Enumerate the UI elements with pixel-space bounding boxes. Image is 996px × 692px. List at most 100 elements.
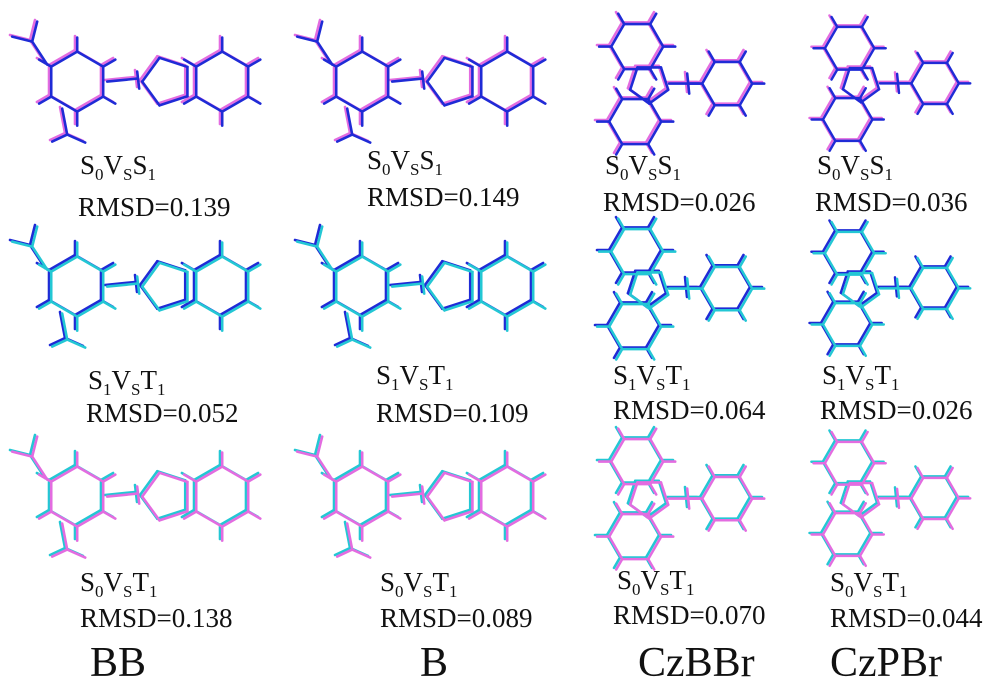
bond bbox=[332, 48, 362, 67]
bond bbox=[605, 96, 622, 122]
bond bbox=[738, 255, 748, 269]
bond bbox=[659, 271, 670, 297]
bond bbox=[614, 502, 624, 516]
bond bbox=[823, 440, 839, 465]
bond bbox=[182, 300, 198, 310]
molecule-b-s0-s1 bbox=[290, 15, 560, 145]
rmsd-value: RMSD=0.138 bbox=[80, 603, 233, 633]
bond bbox=[390, 492, 424, 498]
bond bbox=[659, 66, 670, 92]
bond bbox=[345, 312, 354, 341]
conformer-blue bbox=[293, 223, 545, 348]
bond bbox=[945, 287, 961, 311]
bond bbox=[945, 466, 954, 480]
bond bbox=[821, 96, 837, 121]
bond bbox=[322, 300, 338, 310]
bond bbox=[140, 285, 161, 312]
bond bbox=[910, 287, 925, 311]
bond bbox=[48, 336, 67, 347]
bond bbox=[858, 429, 867, 442]
molecule-overlay-drawing bbox=[8, 223, 262, 349]
bond bbox=[350, 548, 372, 559]
bond bbox=[860, 273, 869, 286]
bond bbox=[605, 301, 622, 327]
bond bbox=[220, 50, 250, 68]
bond bbox=[49, 95, 79, 113]
bond bbox=[945, 307, 954, 321]
bond bbox=[105, 77, 139, 83]
bond bbox=[140, 56, 161, 83]
bond bbox=[465, 298, 481, 309]
bond bbox=[49, 50, 79, 68]
bond bbox=[503, 93, 533, 112]
bond bbox=[182, 95, 198, 105]
bond bbox=[823, 252, 839, 276]
bond bbox=[37, 300, 53, 310]
bond bbox=[529, 261, 545, 272]
bond bbox=[315, 225, 324, 248]
bond bbox=[47, 253, 77, 272]
bond bbox=[334, 300, 364, 318]
bond bbox=[155, 298, 187, 311]
rmsd-value: RMSD=0.044 bbox=[830, 603, 983, 633]
molecule-czpbr-s0-s1 bbox=[800, 10, 990, 153]
bond bbox=[648, 272, 658, 286]
bond bbox=[182, 473, 198, 483]
bond bbox=[823, 230, 839, 255]
conformer-cyan bbox=[295, 225, 547, 349]
conformer-blue bbox=[595, 12, 766, 156]
bond bbox=[700, 287, 717, 312]
rmsd-value: RMSD=0.089 bbox=[380, 603, 533, 633]
bond bbox=[531, 473, 547, 483]
bond bbox=[334, 50, 364, 68]
bond bbox=[333, 546, 352, 557]
bond bbox=[830, 273, 839, 286]
bond bbox=[858, 96, 874, 121]
rmsd-value: RMSD=0.026 bbox=[820, 395, 973, 425]
conformer-magenta bbox=[295, 435, 547, 559]
bond bbox=[315, 455, 334, 481]
bond bbox=[828, 139, 837, 153]
conformer-magenta bbox=[595, 427, 766, 571]
bond bbox=[335, 133, 354, 143]
bond bbox=[479, 50, 509, 68]
bond bbox=[194, 95, 224, 113]
bond bbox=[868, 65, 879, 90]
bond bbox=[479, 510, 509, 528]
bond bbox=[334, 465, 364, 483]
conformer-cyan bbox=[293, 433, 545, 558]
bond bbox=[858, 511, 874, 536]
bond bbox=[646, 248, 663, 274]
bond bbox=[75, 300, 105, 318]
bond bbox=[609, 22, 626, 48]
bond bbox=[870, 271, 881, 296]
bond bbox=[425, 261, 446, 288]
conformer-magenta bbox=[810, 430, 972, 568]
bond bbox=[50, 548, 69, 558]
bond bbox=[246, 473, 262, 483]
bond bbox=[858, 323, 874, 348]
bond bbox=[659, 481, 670, 507]
bond bbox=[910, 82, 925, 106]
bond bbox=[819, 95, 835, 120]
bond bbox=[859, 88, 881, 104]
bond bbox=[648, 437, 665, 463]
bond bbox=[828, 87, 837, 100]
bond bbox=[858, 87, 867, 100]
bond bbox=[648, 250, 665, 276]
bond bbox=[140, 495, 161, 522]
bond bbox=[180, 508, 196, 519]
bond bbox=[945, 82, 961, 106]
bond bbox=[194, 300, 224, 318]
bond bbox=[860, 252, 876, 276]
bond bbox=[75, 510, 105, 528]
bond bbox=[860, 47, 876, 71]
bond bbox=[60, 312, 69, 341]
state-label: S1VST1 bbox=[613, 360, 691, 394]
bond bbox=[503, 298, 533, 317]
bond bbox=[628, 271, 639, 297]
bond bbox=[360, 255, 390, 273]
bond bbox=[614, 347, 624, 361]
bond bbox=[384, 261, 400, 272]
bond bbox=[738, 308, 748, 322]
